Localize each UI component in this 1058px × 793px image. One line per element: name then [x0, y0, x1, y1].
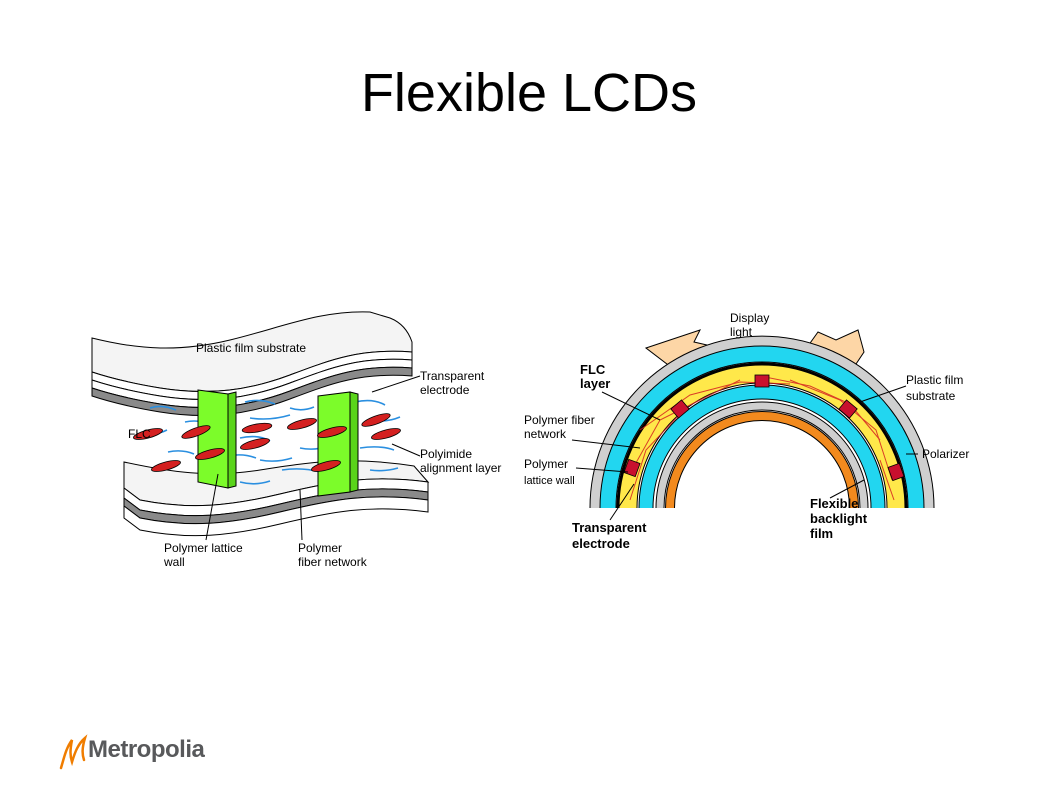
- label-flexible-backlight-2: backlight: [810, 511, 868, 526]
- label-display-light-1: Display: [730, 311, 769, 325]
- left-leader-lines: [205, 375, 421, 541]
- label-display-light-2: light: [730, 325, 753, 339]
- bottom-substrate: [123, 460, 430, 537]
- flc-molecules: [133, 413, 401, 472]
- label-plastic-film-1: Plastic film: [906, 373, 963, 387]
- label-plastic-film-substrate: Plastic film substrate: [196, 341, 306, 355]
- label-polymer-fiber-1: Polymer: [298, 541, 342, 555]
- label-polyimide-2: alignment layer: [420, 461, 501, 475]
- label-flc: FLC: [128, 427, 151, 441]
- label-polymer-fiber-network-2: network: [524, 427, 567, 441]
- arch-layers: [589, 335, 935, 509]
- label-flc-layer-2: layer: [580, 376, 610, 391]
- label-flexible-backlight-1: Flexible: [810, 496, 858, 511]
- label-polymer-lattice-wall-1: Polymer lattice: [164, 541, 243, 555]
- label-polymer-fiber-network-1: Polymer fiber: [524, 413, 595, 427]
- arch-lattice-walls: [623, 374, 905, 482]
- label-polymer-fiber-2: fiber network: [298, 555, 368, 569]
- label-transparent-electrode-1: Transparent: [420, 369, 485, 383]
- label-polymer-lattice-wall-2: wall: [163, 555, 185, 569]
- metropolia-logo-text: Metropolia: [88, 736, 205, 763]
- label-transparent-electrode-2: electrode: [420, 383, 470, 397]
- label-transparent-electrode-r2: electrode: [572, 536, 630, 551]
- label-plastic-film-2: substrate: [906, 389, 956, 403]
- label-transparent-electrode-r1: Transparent: [572, 520, 647, 535]
- metropolia-logo-icon: [59, 734, 88, 770]
- label-flc-layer-1: FLC: [580, 362, 606, 377]
- label-flexible-backlight-3: film: [810, 526, 833, 541]
- slide-title: Flexible LCDs: [360, 63, 698, 123]
- label-polyimide-1: Polyimide: [420, 447, 472, 461]
- top-substrate: [91, 311, 413, 417]
- label-polymer-lattice-wall-r1: Polymer: [524, 457, 568, 471]
- label-polymer-lattice-wall-r2: lattice wall: [524, 475, 575, 487]
- right-leader-lines: [571, 385, 918, 521]
- label-polarizer: Polarizer: [922, 447, 969, 461]
